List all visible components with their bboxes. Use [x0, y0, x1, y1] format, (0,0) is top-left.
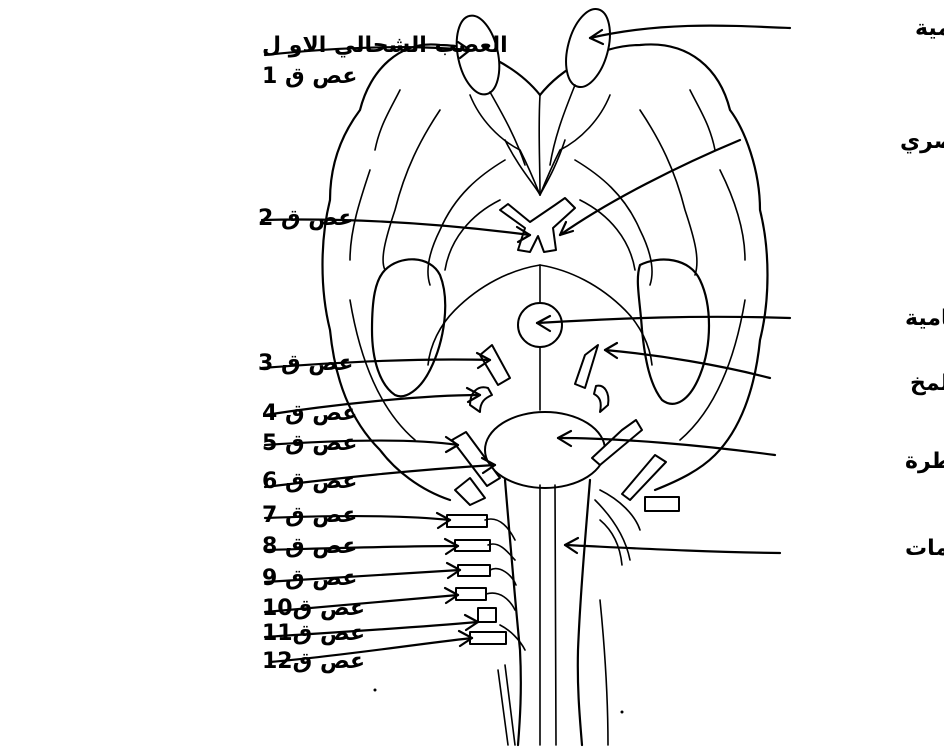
speck-1	[374, 689, 377, 692]
label-cn5: عص ق 5	[262, 431, 357, 456]
label-cerebral-peduncle: سويقة المخ	[910, 371, 944, 396]
label-cn4: عص ق 4	[262, 401, 357, 426]
label-pons: القنطرة	[905, 449, 944, 474]
label-cn11: عص ق11	[262, 621, 365, 646]
pons	[485, 412, 605, 488]
olfactory-bulb-right	[558, 4, 617, 92]
label-cn9: عص ق 9	[262, 566, 357, 591]
label-cn7: عص ق 7	[262, 503, 357, 528]
speck-2	[621, 711, 624, 714]
brainstem	[498, 480, 608, 745]
label-pyramids: الاهرامات	[905, 536, 944, 561]
label-cn6: عص ق 6	[262, 469, 357, 494]
label-olfactory-nerve-cn1: عص ق 1	[262, 64, 357, 89]
label-cn2: عص ق 2	[258, 206, 353, 231]
cranial-nerves-3-4	[470, 345, 608, 412]
label-pituitary: غدة نخامية	[905, 306, 944, 331]
label-cn10: عص ق10	[262, 596, 365, 621]
label-optic-chiasm: تصالب بصري	[900, 129, 944, 154]
label-olfactory-bulb: بصلة شمية	[915, 16, 944, 41]
label-olfactory-nerve: العصب الشحالي الاو ل	[262, 33, 508, 58]
label-cn12: عص ق12	[262, 649, 365, 674]
label-cn3: عص ق 3	[258, 351, 353, 376]
label-cn8: عص ق 8	[262, 534, 357, 559]
